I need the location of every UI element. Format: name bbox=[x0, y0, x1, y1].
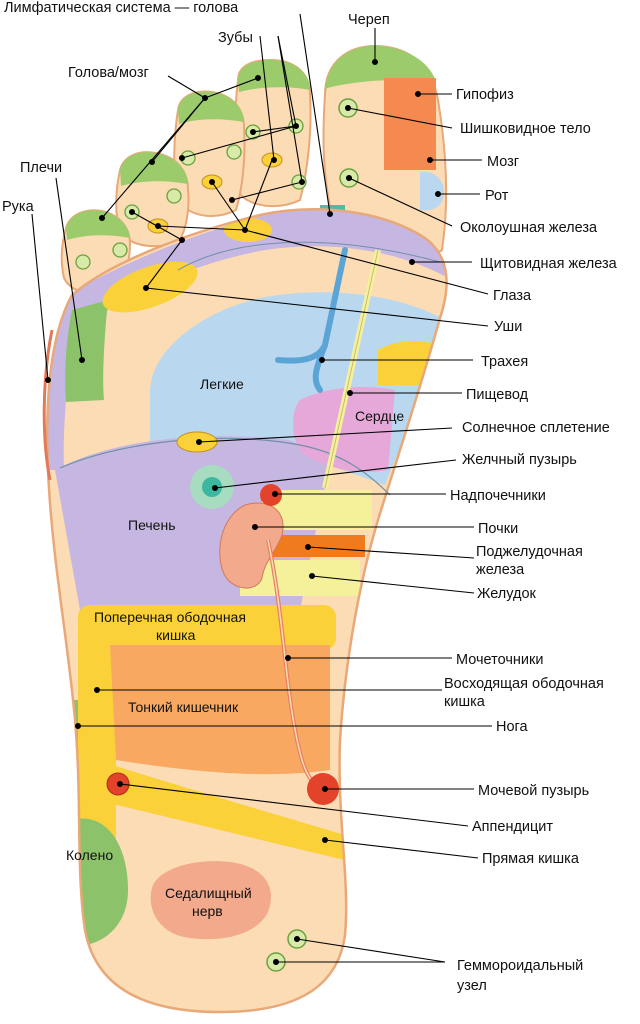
label-small-intestine: Тонкий кишечник bbox=[128, 699, 239, 715]
external-labels: Лимфатическая система — голова Зубы Чере… bbox=[2, 0, 618, 994]
label-sciatic-line2: нерв bbox=[192, 903, 223, 919]
label-lymph-head: Лимфатическая система — голова bbox=[4, 0, 239, 16]
label-knee: Колено bbox=[66, 847, 113, 863]
toe-3 bbox=[173, 90, 246, 217]
label-kidneys: Почки bbox=[478, 521, 518, 537]
label-teeth: Зубы bbox=[218, 30, 253, 46]
label-skull: Череп bbox=[348, 12, 390, 28]
label-thyroid: Щитовидная железа bbox=[480, 256, 618, 272]
big-toe bbox=[320, 44, 448, 259]
label-pancreas-line1: Поджелудочная bbox=[476, 544, 583, 560]
label-gallbladder: Желчный пузырь bbox=[462, 452, 577, 468]
label-head-brain: Голова/мозг bbox=[68, 65, 149, 81]
label-ascending-colon-line2: кишка bbox=[444, 694, 486, 710]
label-shoulders: Плечи bbox=[20, 160, 62, 176]
internal-labels: Легкие Сердце Печень Поперечная ободочна… bbox=[66, 376, 404, 919]
label-bladder: Мочевой пузырь bbox=[478, 783, 589, 799]
toe-4 bbox=[115, 151, 190, 248]
label-lungs: Легкие bbox=[200, 376, 244, 392]
label-brain: Мозг bbox=[487, 154, 519, 170]
label-arm: Рука bbox=[2, 199, 35, 215]
label-hemorrhoid-line1: Геммороидальный bbox=[457, 958, 583, 974]
label-esophagus: Пищевод bbox=[466, 387, 529, 403]
label-pancreas-line2: железа bbox=[476, 562, 525, 578]
pointer-dots bbox=[45, 59, 441, 966]
label-liver: Печень bbox=[128, 517, 176, 533]
label-rectum: Прямая кишка bbox=[482, 851, 580, 867]
label-parotid: Околоушная железа bbox=[460, 220, 598, 236]
leader-lines bbox=[31, 13, 492, 963]
label-ears: Уши bbox=[494, 319, 522, 335]
label-leg: Нога bbox=[496, 719, 529, 735]
label-trachea: Трахея bbox=[481, 354, 528, 370]
label-appendix: Аппендицит bbox=[472, 819, 553, 835]
label-sciatic-line1: Седалищный bbox=[165, 885, 252, 901]
label-pituitary: Гипофиз bbox=[456, 87, 514, 103]
label-heart: Сердце bbox=[355, 408, 404, 424]
label-pineal: Шишковидное тело bbox=[460, 121, 591, 137]
label-ascending-colon-line1: Восходящая ободочная bbox=[444, 676, 604, 692]
label-adrenals: Надпочечники bbox=[450, 488, 546, 504]
label-solar-plexus: Солнечное сплетение bbox=[462, 420, 610, 436]
label-stomach: Желудок bbox=[477, 586, 537, 602]
label-mouth: Рот bbox=[485, 188, 509, 204]
label-transverse-colon-line2: кишка bbox=[156, 627, 196, 643]
label-eyes: Глаза bbox=[493, 288, 532, 304]
label-transverse-colon-line1: Поперечная ободочная bbox=[94, 609, 246, 625]
sole bbox=[42, 208, 448, 1014]
label-hemorrhoid-line2: узел bbox=[457, 978, 487, 994]
label-ureters: Мочеточники bbox=[456, 652, 543, 668]
